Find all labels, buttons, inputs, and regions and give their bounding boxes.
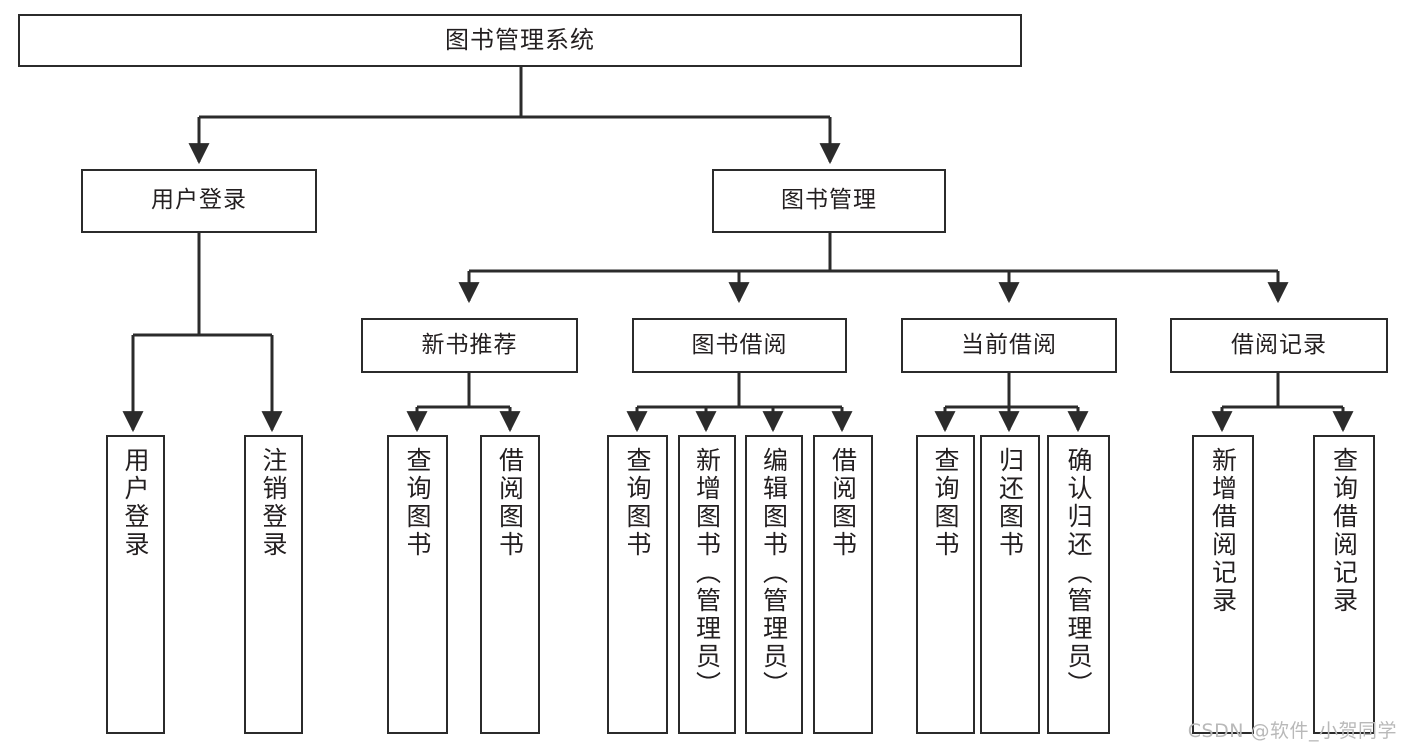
node-root[interactable]: 图书管理系统 [18, 14, 1022, 67]
node-root-label: 图书管理系统 [445, 26, 595, 55]
leaf-borrow-record-add-label: 新增借阅记录 [1208, 447, 1238, 615]
leaf-new-book-query[interactable]: 查询图书 [387, 435, 448, 734]
leaf-new-book-query-label: 查询图书 [403, 447, 432, 559]
leaf-current-borrow-confirm[interactable]: 确认归还（管理员） [1047, 435, 1110, 734]
node-book-management[interactable]: 图书管理 [712, 169, 946, 233]
leaf-new-book-borrow[interactable]: 借阅图书 [480, 435, 540, 734]
node-user-login-label: 用户登录 [151, 187, 247, 214]
leaf-borrow-record-query-label: 查询借阅记录 [1329, 447, 1359, 615]
leaf-user-login-logout-label: 注销登录 [259, 447, 288, 559]
node-current-borrow[interactable]: 当前借阅 [901, 318, 1117, 373]
leaf-book-borrow-edit-label: 编辑图书（管理员） [759, 447, 789, 699]
leaf-user-login-login[interactable]: 用户登录 [106, 435, 165, 734]
node-book-borrow-label: 图书借阅 [691, 331, 788, 358]
leaf-current-borrow-return[interactable]: 归还图书 [980, 435, 1040, 734]
leaf-book-borrow-query[interactable]: 查询图书 [607, 435, 668, 734]
leaf-user-login-login-label: 用户登录 [121, 447, 150, 559]
node-borrow-record-label: 借阅记录 [1231, 331, 1327, 358]
leaf-book-borrow-query-label: 查询图书 [623, 447, 652, 559]
leaf-current-borrow-query[interactable]: 查询图书 [916, 435, 975, 734]
node-borrow-record[interactable]: 借阅记录 [1170, 318, 1388, 373]
node-book-borrow[interactable]: 图书借阅 [632, 318, 847, 373]
leaf-book-borrow-add-label: 新增图书（管理员） [692, 447, 722, 699]
leaf-borrow-record-add[interactable]: 新增借阅记录 [1192, 435, 1254, 734]
leaf-book-borrow-borrow[interactable]: 借阅图书 [813, 435, 873, 734]
leaf-book-borrow-borrow-label: 借阅图书 [828, 447, 858, 559]
leaf-current-borrow-query-label: 查询图书 [931, 447, 960, 559]
leaf-book-borrow-add[interactable]: 新增图书（管理员） [678, 435, 736, 734]
leaf-current-borrow-return-label: 归还图书 [995, 447, 1025, 559]
node-current-borrow-label: 当前借阅 [961, 331, 1057, 358]
csdn-watermark: CSDN @软件_小贺同学 [1187, 720, 1397, 742]
node-user-login[interactable]: 用户登录 [81, 169, 317, 233]
leaf-current-borrow-confirm-label: 确认归还（管理员） [1064, 447, 1093, 699]
node-new-book-recommend-label: 新书推荐 [421, 331, 518, 358]
node-new-book-recommend[interactable]: 新书推荐 [361, 318, 578, 373]
node-book-management-label: 图书管理 [781, 187, 877, 214]
leaf-book-borrow-edit[interactable]: 编辑图书（管理员） [745, 435, 803, 734]
leaf-borrow-record-query[interactable]: 查询借阅记录 [1313, 435, 1375, 734]
leaf-new-book-borrow-label: 借阅图书 [495, 447, 525, 559]
leaf-user-login-logout[interactable]: 注销登录 [244, 435, 303, 734]
